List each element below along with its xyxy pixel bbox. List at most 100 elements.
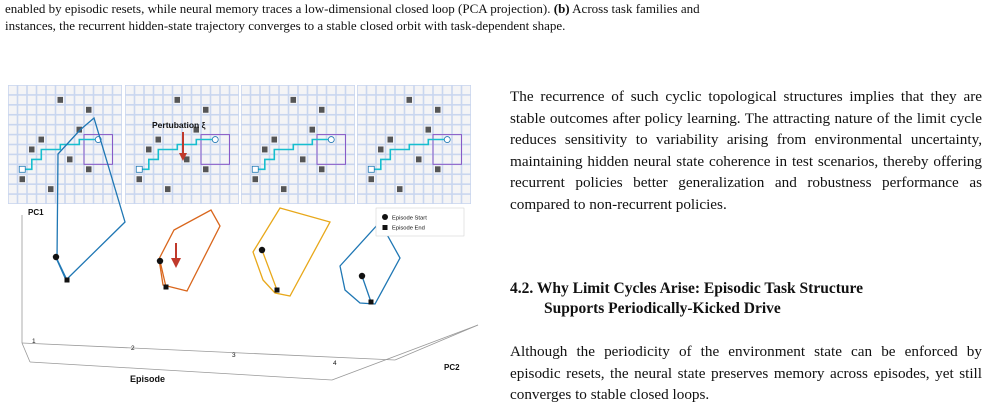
grid-cell (84, 155, 93, 164)
grid-cell (135, 115, 144, 124)
grid-cell (336, 194, 345, 204)
grid-cell (424, 165, 433, 174)
grid-cell (65, 184, 74, 194)
grid-cell (405, 85, 414, 95)
grid-cell (75, 175, 84, 184)
grid-cell (220, 105, 229, 114)
grid-cell (452, 145, 461, 154)
grid-cell (424, 85, 433, 95)
grid-cell (192, 85, 201, 95)
grid-cell (346, 165, 355, 174)
grid-cell (211, 125, 220, 134)
agent-path (22, 138, 99, 171)
perturbation-label: Pertubation ξ (152, 120, 206, 130)
agent-start (367, 165, 375, 173)
grid-cell (327, 194, 336, 204)
grid-cell (317, 145, 326, 154)
grid-cell (395, 155, 404, 164)
grid-cell (452, 115, 461, 124)
agent-start (135, 165, 143, 173)
grid-cell (113, 105, 122, 114)
grid-cell (251, 145, 260, 154)
grid-cell (182, 95, 191, 105)
grid-cell (192, 155, 201, 164)
grid-cell (251, 184, 260, 194)
grid-cell (452, 165, 461, 174)
grid-cell (260, 184, 269, 194)
grid-cell (65, 194, 74, 204)
axes-3d (21, 215, 479, 381)
grid-cell (163, 85, 172, 95)
episode-numbers: 1 2 3 4 (32, 338, 337, 367)
grid-cell (135, 155, 144, 164)
grid-cell (270, 125, 279, 134)
grid-cell (357, 145, 366, 154)
grid-cell (357, 175, 366, 184)
grid-cell (376, 135, 385, 144)
grid-cell (443, 194, 452, 204)
grid-cell (163, 155, 172, 164)
grid-cell (405, 184, 414, 194)
episode-end-marker (274, 287, 280, 293)
grid-cell (211, 184, 220, 194)
grid-cell (18, 95, 27, 105)
grid-cell (289, 85, 298, 95)
grid-cell (357, 125, 366, 134)
grid-cell (163, 125, 172, 134)
episode-start-marker (258, 246, 266, 254)
grid-cell (94, 184, 103, 194)
grid-cell (230, 105, 239, 114)
grid-cell (308, 184, 317, 194)
grid-cell (270, 95, 279, 105)
grid-cell (220, 155, 229, 164)
figure-panels: Pertubation ξ PC1 PC2 Episode 1 2 3 4 Ep… (8, 85, 479, 384)
grid-cell (395, 175, 404, 184)
grid-cell (279, 135, 288, 144)
grid-cell (327, 95, 336, 105)
grid-cell (336, 165, 345, 174)
grid-cell (462, 115, 471, 124)
grid-cell (154, 165, 163, 174)
grid-cell (37, 165, 46, 174)
grid-cell (65, 135, 74, 144)
grid-cell (192, 165, 201, 174)
obstacle (165, 186, 171, 193)
grid-cell (182, 135, 191, 144)
legend-start-label: Episode Start (392, 216, 427, 222)
grid-cell (251, 135, 260, 144)
orbit-3 (252, 207, 331, 297)
grid-cell (414, 175, 423, 184)
grid-cell (298, 135, 307, 144)
perturbation-arrow-head (179, 153, 187, 161)
grid-cell (135, 95, 144, 105)
goal-region (432, 134, 462, 165)
grid-cell (154, 184, 163, 194)
obstacle (38, 136, 44, 143)
grid-cell (251, 194, 260, 204)
grid-cell (308, 155, 317, 164)
grid-cell (113, 95, 122, 105)
grid-cell (336, 85, 345, 95)
grid-cell (241, 175, 250, 184)
body-paragraph-1: The recurrence of such cyclic topologica… (510, 88, 982, 213)
obstacle (262, 146, 268, 153)
grid-cell (46, 105, 55, 114)
grid-cell (154, 125, 163, 134)
grid-cell (424, 175, 433, 184)
grid-cell (182, 184, 191, 194)
grid-cell (220, 194, 229, 204)
grid-cell (135, 135, 144, 144)
grid-cell (201, 95, 210, 105)
grid-cell (452, 194, 461, 204)
grid-cell (395, 95, 404, 105)
grid-cell (18, 184, 27, 194)
grid-cell (135, 194, 144, 204)
gridworld-panel-3 (241, 85, 355, 204)
grid-cell (27, 125, 36, 134)
grid-cell (230, 115, 239, 124)
grid-cell (46, 85, 55, 95)
grid-cell (336, 184, 345, 194)
grid-cell (414, 135, 423, 144)
grid-cell (94, 165, 103, 174)
grid-cell (94, 85, 103, 95)
